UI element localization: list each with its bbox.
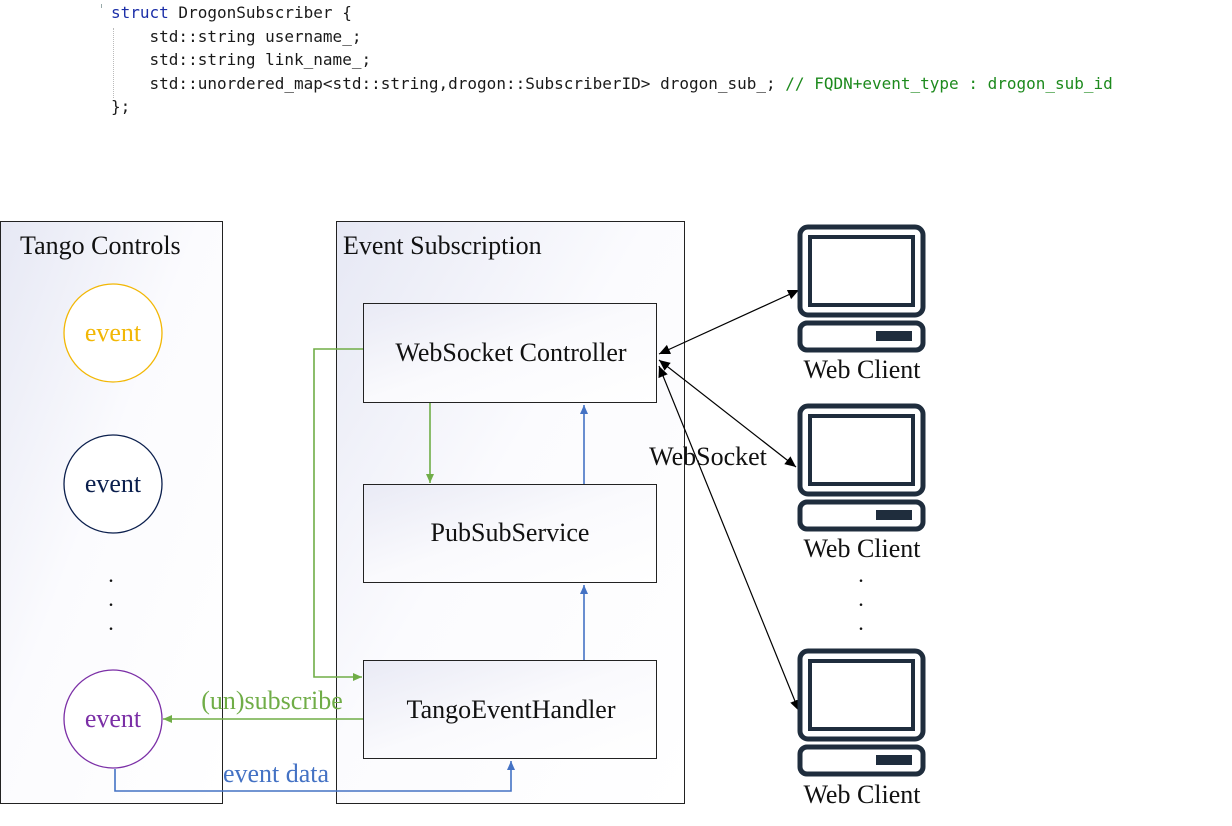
code-text: }; <box>111 97 131 116</box>
code-text: std::unordered_map<std::string,drogon::S… <box>111 73 786 93</box>
fold-marker-icon <box>101 4 106 8</box>
ellipsis-dot: . <box>108 586 114 611</box>
keyword-struct: struct <box>111 3 169 22</box>
code-snippet: struct DrogonSubscriber { std::string us… <box>0 0 1232 188</box>
websocket-controller-box <box>363 303 657 403</box>
web-client-label-2: Web Client <box>803 534 921 563</box>
websocket-label: WebSocket <box>649 442 768 471</box>
event-node-1 <box>63 283 163 383</box>
pubsub-service-box <box>363 484 657 583</box>
event-node-2 <box>63 434 163 534</box>
event-label-1: event <box>85 318 142 347</box>
ellipsis-dot: . <box>858 562 864 587</box>
unsubscribe-label: (un)subscribe <box>201 686 343 715</box>
ellipsis-dot: . <box>858 610 864 635</box>
monitor-icon <box>800 406 923 529</box>
ellipsis-dot: . <box>858 586 864 611</box>
monitor-icon <box>800 227 923 350</box>
websocket-link-1 <box>658 289 800 355</box>
code-line-2: std::string username_; <box>111 25 362 49</box>
event-data-label: event data <box>223 759 330 788</box>
pubsub-service-label: PubSubService <box>431 518 590 547</box>
event-subscription-title: Event Subscription <box>343 231 542 260</box>
code-comment: // FQDN+event_type : drogon_sub_id <box>785 73 1113 93</box>
code-line-3: std::string link_name_; <box>111 48 372 72</box>
code-text: std::string link_name_; <box>111 50 372 69</box>
event-data-arrow <box>114 761 515 792</box>
websocket-controller-label: WebSocket Controller <box>395 338 626 367</box>
ellipsis-dot: . <box>108 562 114 587</box>
controller-to-handler-arrow <box>313 348 363 681</box>
ellipsis-dot: . <box>108 610 114 635</box>
code-text: std::string username_; <box>111 26 362 46</box>
tango-controls-title: Tango Controls <box>20 231 181 260</box>
tango-event-handler-label: TangoEventHandler <box>407 695 616 724</box>
code-text: DrogonSubscriber { <box>168 3 352 22</box>
tango-event-handler-box <box>363 660 657 759</box>
monitor-icon <box>800 651 923 774</box>
code-line-1: struct DrogonSubscriber { <box>111 1 352 25</box>
event-node-3 <box>63 669 163 769</box>
code-line-5: }; <box>111 95 130 119</box>
web-client-label-1: Web Client <box>803 355 921 384</box>
websocket-link-3 <box>658 365 800 712</box>
event-label-3: event <box>85 704 142 733</box>
event-label-2: event <box>85 469 142 498</box>
indent-guide <box>113 28 114 98</box>
code-line-4: std::unordered_map<std::string,drogon::S… <box>111 72 1113 96</box>
web-client-label-3: Web Client <box>803 780 921 809</box>
